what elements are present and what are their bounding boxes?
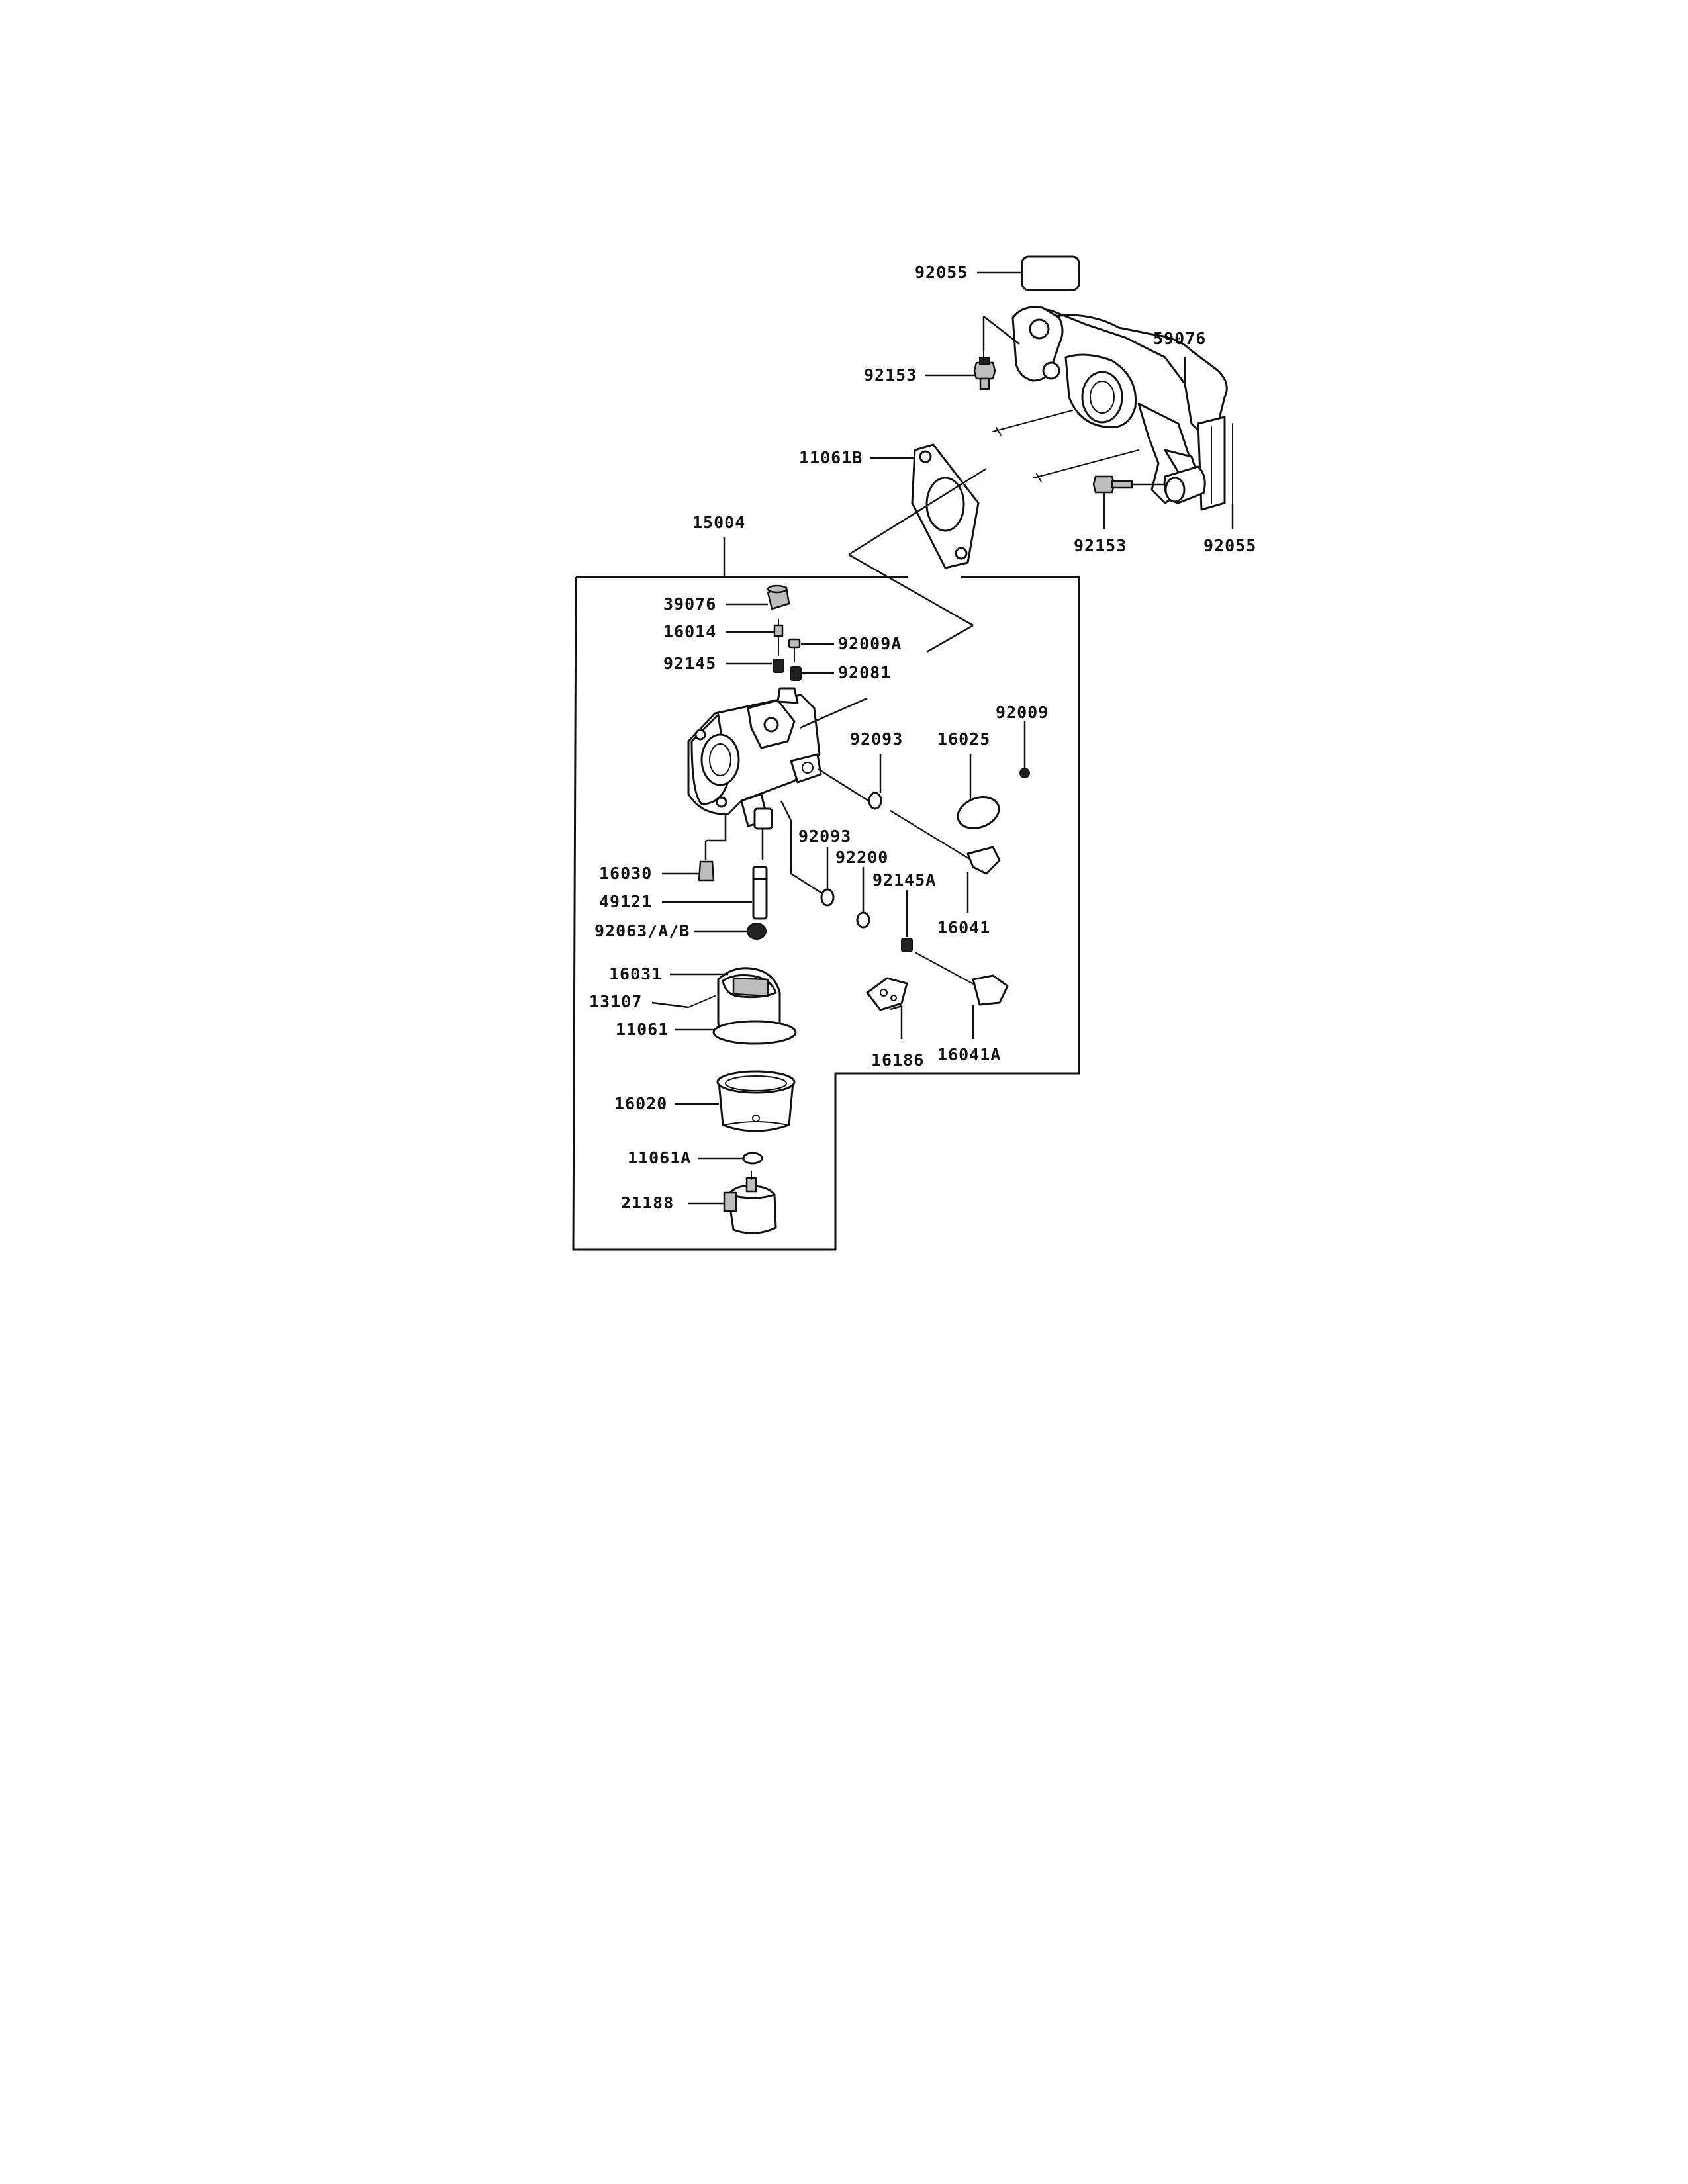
label-92093-bottom: 92093 [798, 827, 851, 846]
label-16041: 16041 [937, 918, 990, 937]
label-92009: 92009 [996, 703, 1049, 722]
label-49121: 49121 [599, 892, 652, 911]
alignment-lines [848, 467, 987, 653]
label-11061: 11061 [616, 1020, 669, 1039]
leader-body-links [704, 697, 869, 895]
gasket-92055-top [1021, 255, 1080, 291]
label-11061A: 11061A [628, 1148, 691, 1167]
carburetor-assy-frame [572, 576, 1080, 1251]
label-92055-right: 92055 [1203, 536, 1256, 555]
label-59076: 59076 [1153, 329, 1206, 348]
label-21188: 21188 [621, 1193, 674, 1212]
tube-49121 [752, 866, 768, 920]
leader-92153-left [925, 316, 1020, 377]
intake-manifold-59076 [1011, 306, 1228, 511]
spring-92145A [901, 938, 913, 952]
label-92081: 92081 [838, 663, 891, 682]
float-bowl-16020 [716, 1070, 796, 1132]
label-92063AB: 92063/A/B [594, 921, 690, 940]
label-16031: 16031 [609, 964, 662, 983]
label-92145A: 92145A [872, 870, 936, 889]
needle-16014 [773, 619, 784, 656]
solenoid-21188 [723, 1171, 777, 1234]
label-16186: 16186 [871, 1050, 924, 1069]
valve-plate-16025 [957, 796, 1000, 829]
label-15004: 15004 [692, 513, 745, 532]
pin-13107 [688, 995, 716, 1008]
label-16014: 16014 [663, 622, 716, 641]
leader-13107 [651, 1001, 689, 1009]
stud-lower [1033, 449, 1139, 482]
label-16020: 16020 [614, 1094, 667, 1113]
label-39076: 39076 [663, 594, 716, 614]
label-92055-top: 92055 [915, 263, 968, 282]
label-92009A: 92009A [838, 634, 902, 653]
jet-16030 [698, 860, 715, 882]
leader-92153-right [1103, 483, 1164, 529]
label-92200: 92200 [835, 848, 888, 867]
gasket-11061B [911, 443, 980, 569]
seal-92093-top [868, 792, 882, 810]
choke-shaft-16041A [915, 952, 1009, 1006]
label-16025: 16025 [937, 729, 990, 749]
spring-92145 [773, 659, 784, 673]
bolt-92153-right [1092, 475, 1133, 494]
nut-92063AB [747, 923, 767, 940]
label-92093-top: 92093 [850, 729, 903, 749]
leader-16186 [890, 1005, 903, 1039]
washer-11061A [742, 1152, 763, 1165]
throttle-shaft-16041 [890, 810, 1001, 875]
label-16041A: 16041A [937, 1045, 1001, 1064]
gasket-ring-11061 [712, 1020, 797, 1045]
carburetor-body [687, 687, 822, 830]
screw-92009 [1019, 768, 1030, 778]
choke-plate-16186 [866, 977, 908, 1011]
label-92153-right: 92153 [1074, 536, 1127, 555]
label-92153-left: 92153 [864, 365, 917, 385]
seal-92093-bottom [820, 888, 835, 907]
stud-upper [992, 410, 1073, 436]
screw-92009A [788, 638, 801, 662]
label-11061B: 11061B [799, 448, 863, 467]
plug-39076 [767, 584, 790, 610]
bolt-92153-left [973, 350, 996, 390]
washer-92200 [856, 911, 870, 929]
label-16030: 16030 [599, 864, 652, 883]
label-92145: 92145 [663, 654, 716, 673]
label-13107: 13107 [589, 992, 642, 1011]
spring-92081 [790, 666, 802, 681]
